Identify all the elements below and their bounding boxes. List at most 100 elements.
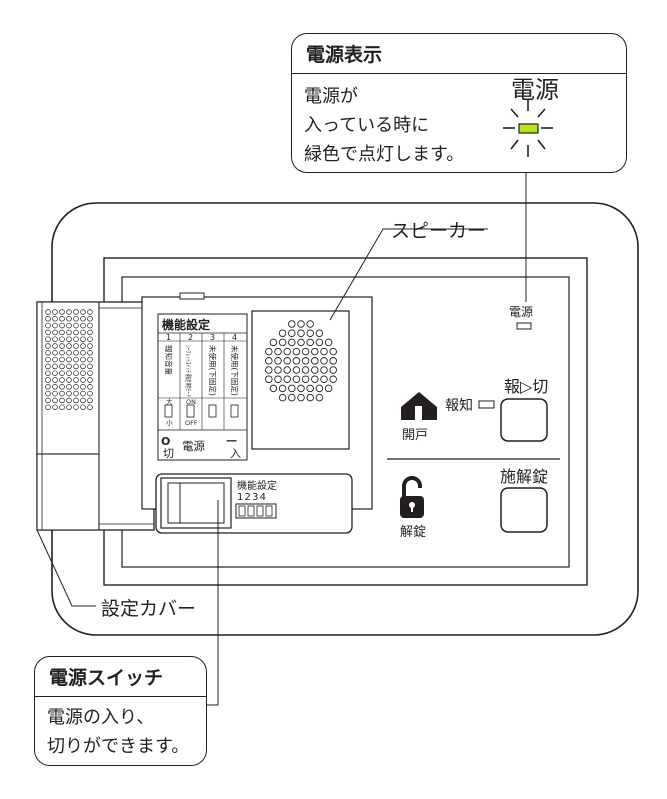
speaker-hole bbox=[306, 384, 314, 393]
cover-grille-hole bbox=[52, 404, 58, 410]
cover-grille-hole bbox=[45, 397, 51, 404]
cover-grille-hole bbox=[66, 404, 72, 410]
switch-bottom-label-1: 小 bbox=[166, 418, 173, 427]
cover-grille-hole bbox=[66, 309, 72, 315]
cover-grille-hole bbox=[52, 356, 58, 363]
power-lamp bbox=[516, 322, 532, 330]
cover-grille-hole bbox=[59, 363, 65, 370]
cover-grille-hole bbox=[45, 329, 51, 336]
speaker-hole bbox=[311, 347, 319, 356]
cover-grille-hole bbox=[45, 390, 51, 397]
cover-grille-hole bbox=[52, 384, 58, 390]
switch-number-3: 3 bbox=[210, 333, 215, 342]
cover-grille-hole bbox=[87, 309, 93, 315]
cover-grille-hole bbox=[87, 343, 93, 349]
cover-grille-hole bbox=[80, 329, 86, 336]
speaker-hole bbox=[288, 338, 296, 347]
cover-grille-hole bbox=[59, 329, 65, 336]
cover-grille-hole bbox=[45, 322, 51, 329]
callout-power-switch-title: 電源スイッチ bbox=[35, 657, 206, 697]
cover-grille-hole bbox=[80, 384, 86, 390]
cover-grille-hole bbox=[66, 356, 72, 363]
cover-grille-hole bbox=[80, 356, 86, 363]
speaker-hole bbox=[274, 347, 282, 356]
cover-grille-hole bbox=[73, 397, 79, 404]
speaker-hole bbox=[292, 375, 301, 383]
cover-grille-hole bbox=[80, 322, 86, 329]
door-open-label: 開戸 bbox=[402, 428, 428, 443]
cover-grille-hole bbox=[59, 377, 65, 383]
cover-grille-hole bbox=[73, 390, 79, 397]
cover-grille-hole bbox=[52, 316, 58, 322]
cover-grille-hole bbox=[52, 329, 58, 336]
switch-column-4: 未使用(下固定) bbox=[230, 345, 240, 396]
cover-grille-hole bbox=[59, 384, 65, 390]
notify-lamp bbox=[478, 400, 495, 409]
cover-grille-hole bbox=[66, 316, 72, 322]
cover-grille-hole bbox=[87, 404, 93, 410]
cover-grille-hole bbox=[80, 309, 86, 315]
cover-grille-hole bbox=[52, 377, 58, 383]
cover-grille-hole bbox=[87, 384, 93, 390]
cover-grille-hole bbox=[73, 350, 79, 356]
power-off-label: 切 bbox=[163, 447, 174, 460]
speaker-hole bbox=[320, 357, 328, 365]
cover-grille-hole bbox=[59, 390, 65, 397]
cover-grille-hole bbox=[80, 397, 86, 404]
lamp-illustration-label: 電源 bbox=[511, 76, 559, 104]
speaker-hole bbox=[311, 357, 319, 365]
speaker-hole bbox=[320, 347, 328, 356]
dip-switch-title: 機能設定 bbox=[237, 479, 277, 492]
speaker-hole bbox=[297, 329, 305, 337]
switch-column-2: シークレットスイッチ 運転音 無音モード bbox=[184, 345, 192, 397]
speaker-hole bbox=[329, 347, 337, 356]
switch-top-label-2: ON bbox=[186, 398, 196, 406]
callout-power-switch-body: 電源の入り、 切りができます。 bbox=[47, 707, 190, 757]
cover-grille-hole bbox=[59, 397, 65, 404]
cover-grille-hole bbox=[80, 370, 86, 376]
cover-grille-hole bbox=[87, 336, 93, 342]
speaker-hole bbox=[315, 384, 324, 393]
power-center-label: 電源 bbox=[182, 439, 205, 453]
notify-button[interactable] bbox=[500, 398, 548, 442]
power-on-label: 入 bbox=[230, 447, 241, 460]
cover-grille-hole bbox=[80, 404, 86, 410]
cover-grille-hole bbox=[73, 370, 79, 376]
cover-grille-hole bbox=[45, 336, 51, 342]
cover-grille-hole bbox=[87, 316, 93, 322]
cover-grille-hole bbox=[59, 322, 65, 329]
speaker-hole bbox=[278, 384, 287, 393]
cover-grille-hole bbox=[87, 356, 93, 363]
speaker-hole bbox=[320, 366, 328, 374]
speaker-hole bbox=[297, 384, 305, 393]
switch-number-4: 4 bbox=[232, 333, 237, 342]
speaker-hole bbox=[301, 366, 310, 374]
cover-grille-hole bbox=[59, 370, 65, 376]
cover-grille-hole bbox=[87, 322, 93, 329]
cover-grille-hole bbox=[59, 343, 65, 349]
cover-grille-hole bbox=[52, 370, 58, 376]
dip-switch[interactable]: 機能設定 1234 bbox=[235, 479, 277, 519]
cover-grille-hole bbox=[66, 322, 72, 329]
speaker-hole bbox=[315, 338, 324, 347]
cover-grille-hole bbox=[45, 363, 51, 370]
cover-grille-hole bbox=[45, 370, 51, 376]
cover-grille-hole bbox=[87, 370, 93, 376]
lock-button[interactable] bbox=[500, 487, 548, 533]
speaker-hole bbox=[278, 338, 287, 347]
power-lamp-label: 電源 bbox=[509, 305, 533, 319]
speaker-hole bbox=[315, 329, 324, 337]
cover-grille-hole bbox=[87, 350, 93, 356]
cover-grille-hole bbox=[80, 336, 86, 342]
cover-grille-hole bbox=[80, 377, 86, 383]
speaker-hole bbox=[311, 366, 319, 374]
cover-grille-hole bbox=[66, 363, 72, 370]
switch-number-1: 1 bbox=[166, 333, 171, 342]
speaker-hole bbox=[265, 357, 273, 365]
speaker-hole bbox=[265, 366, 273, 374]
speaker-hole bbox=[274, 366, 282, 374]
cover-grille-hole bbox=[52, 336, 58, 342]
cover-grille-hole bbox=[73, 363, 79, 370]
speaker-hole bbox=[269, 384, 278, 393]
